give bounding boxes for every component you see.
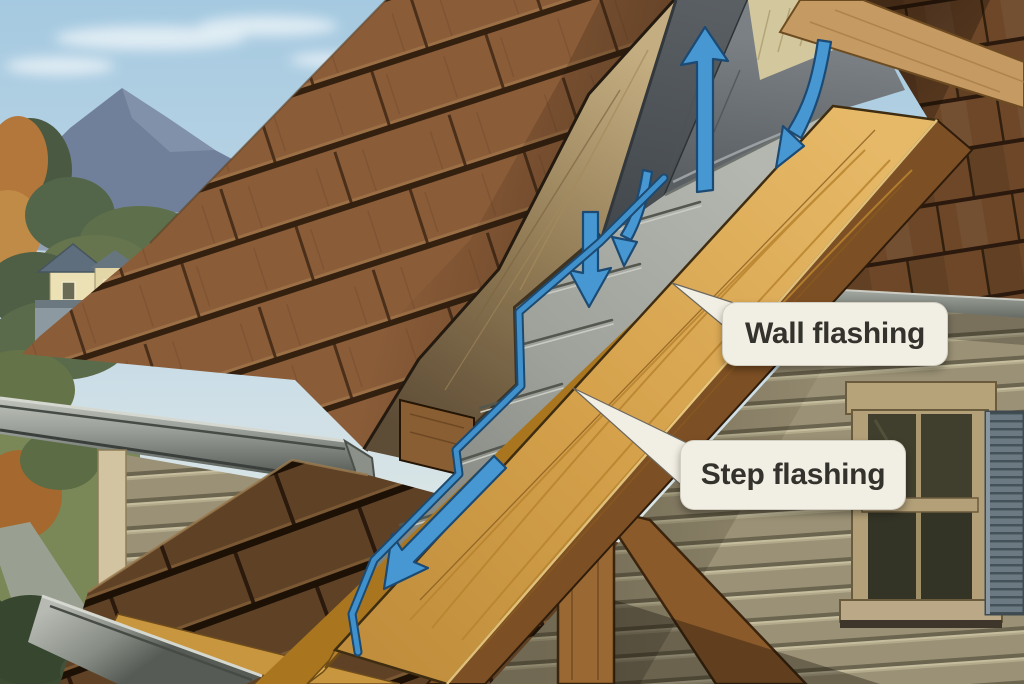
water-flow-up-arrow	[679, 25, 730, 194]
callout-step-flashing: Step flashing	[680, 440, 906, 510]
clouds	[5, 16, 370, 75]
callout-wall-flashing: Wall flashing	[722, 302, 948, 366]
porch-structure	[556, 503, 880, 684]
water-flow-down-arrow	[567, 210, 613, 309]
window	[839, 381, 1003, 628]
water-flow-wall-arrow	[774, 38, 833, 170]
water-flow-plank-arrow	[382, 454, 508, 591]
window-shutter	[984, 410, 1024, 616]
wood-plank	[255, 104, 940, 684]
water-flow-step-line	[347, 173, 669, 657]
